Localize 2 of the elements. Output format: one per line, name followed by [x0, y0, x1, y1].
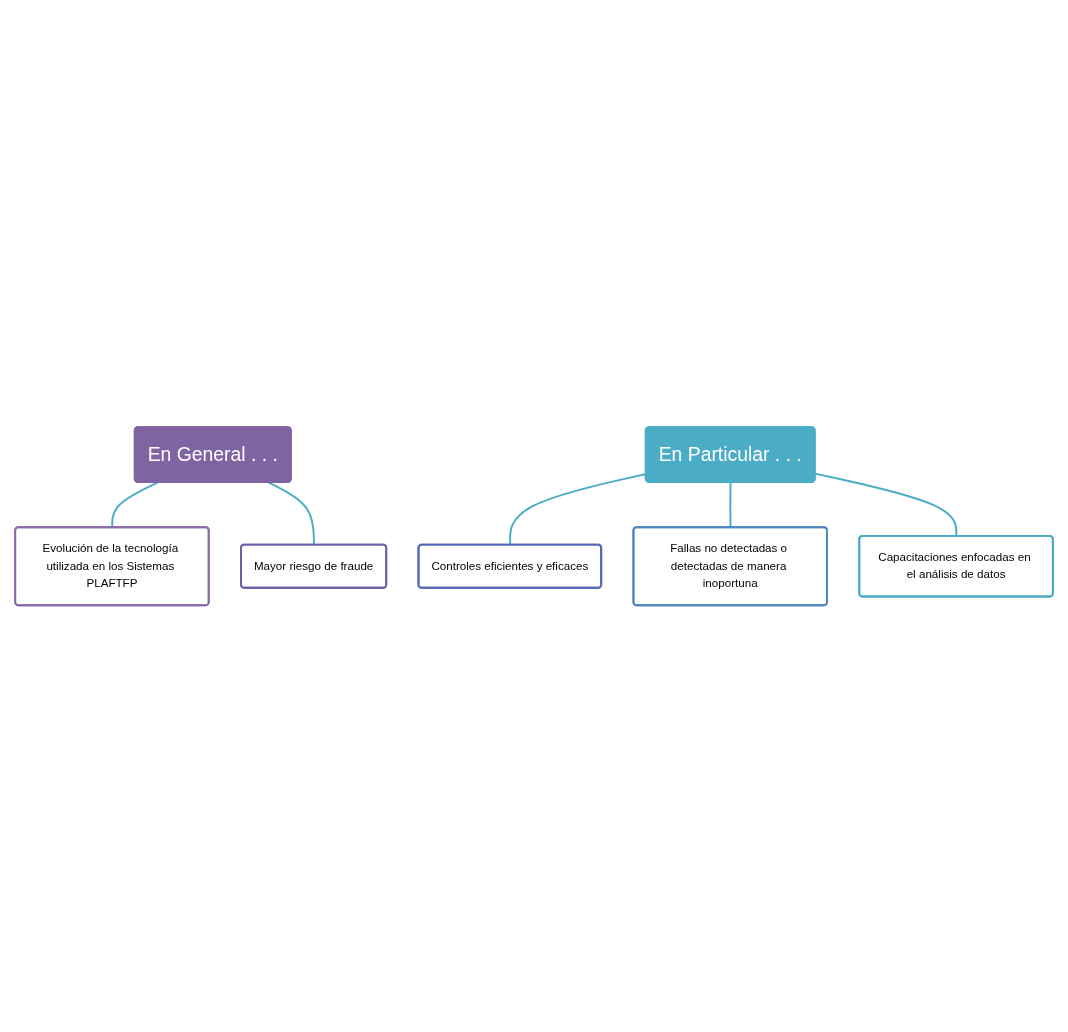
connector — [814, 472, 958, 537]
connector — [267, 481, 315, 546]
